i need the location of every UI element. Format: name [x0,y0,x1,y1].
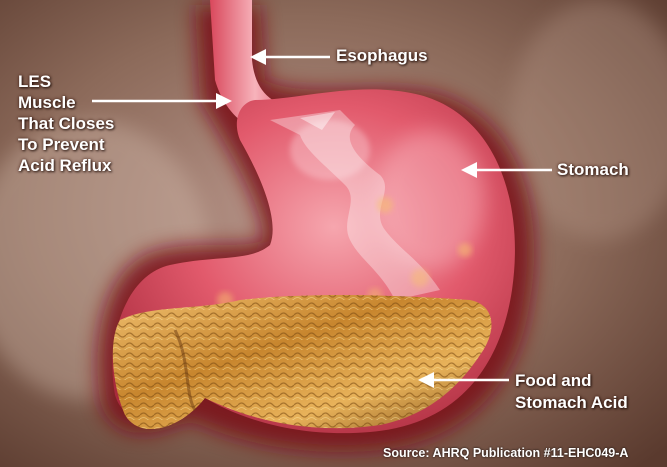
food-acid-label: Food and Stomach Acid [515,370,628,414]
food-acid-label-line: Stomach Acid [515,392,628,414]
source-credit: Source: AHRQ Publication #11-EHC049-A [383,446,628,460]
les-label-line: Acid Reflux [18,155,114,176]
les-label-line: LES [18,71,114,92]
les-label: LES Muscle That Closes To Prevent Acid R… [18,71,114,176]
les-label-line: To Prevent [18,134,114,155]
les-label-line: That Closes [18,113,114,134]
esophagus-label: Esophagus [336,46,428,66]
stomach-label: Stomach [557,160,629,180]
food-acid-label-line: Food and [515,370,628,392]
les-label-line: Muscle [18,92,114,113]
